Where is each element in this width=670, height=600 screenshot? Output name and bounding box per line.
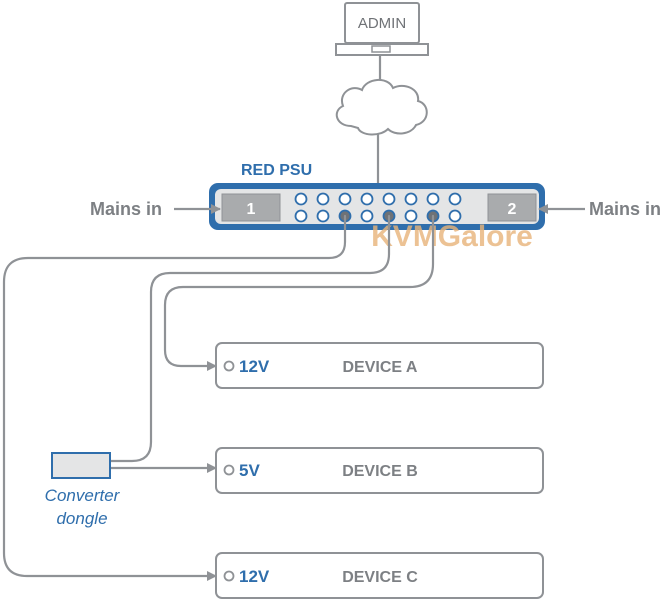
converter-label-line2: dongle <box>56 509 107 528</box>
psu-outlet-socket <box>316 192 330 206</box>
psu-port-1: 1 <box>221 193 281 222</box>
psu-outlet-socket <box>338 192 352 206</box>
admin-laptop-icon <box>335 2 429 56</box>
device-b-name: DEVICE B <box>342 463 418 480</box>
watermark-logo: KVMGalore <box>371 220 533 253</box>
device-a-name: DEVICE A <box>343 359 418 376</box>
admin-label: ADMIN <box>358 15 406 32</box>
device-a-power-jack-icon <box>223 360 235 372</box>
device-c-name: DEVICE C <box>342 569 418 586</box>
psu-outlet-socket <box>294 192 308 206</box>
converter-label-line1: Converter <box>45 486 121 505</box>
device-a: 12V DEVICE A <box>215 342 544 389</box>
cable-to-converter <box>108 214 391 463</box>
device-b: 5V DEVICE B <box>215 447 544 494</box>
psu-outlet-socket <box>360 209 374 223</box>
psu-outlet-socket <box>404 209 418 223</box>
psu-outlet-socket <box>426 192 440 206</box>
psu-outlet-socket <box>316 209 330 223</box>
device-a-voltage: 12V <box>239 357 270 376</box>
psu-port-2-label: 2 <box>508 201 517 218</box>
device-b-power-jack-icon <box>223 464 235 476</box>
cable-to-device-c <box>2 214 347 581</box>
psu-port-2: 2 <box>487 193 537 222</box>
psu-outlet-socket <box>448 209 462 223</box>
network-cloud-icon <box>335 79 428 136</box>
psu-outlet-socket <box>404 192 418 206</box>
mains-in-left-label: Mains in <box>90 199 162 219</box>
device-c-power-jack-icon <box>223 570 235 582</box>
mains-in-right-label: Mains in <box>589 199 661 219</box>
psu-outlet-socket <box>382 192 396 206</box>
cable-to-device-a <box>163 214 435 371</box>
psu-outlet-socket <box>294 209 308 223</box>
converter-dongle-icon <box>51 452 111 479</box>
psu-outlet-socket <box>448 192 462 206</box>
device-c: 12V DEVICE C <box>215 552 544 599</box>
psu-port-1-label: 1 <box>247 201 256 218</box>
device-b-voltage: 5V <box>239 461 260 480</box>
psu-title: RED PSU <box>241 162 312 179</box>
psu-outlet-socket <box>360 192 374 206</box>
device-c-voltage: 12V <box>239 567 270 586</box>
